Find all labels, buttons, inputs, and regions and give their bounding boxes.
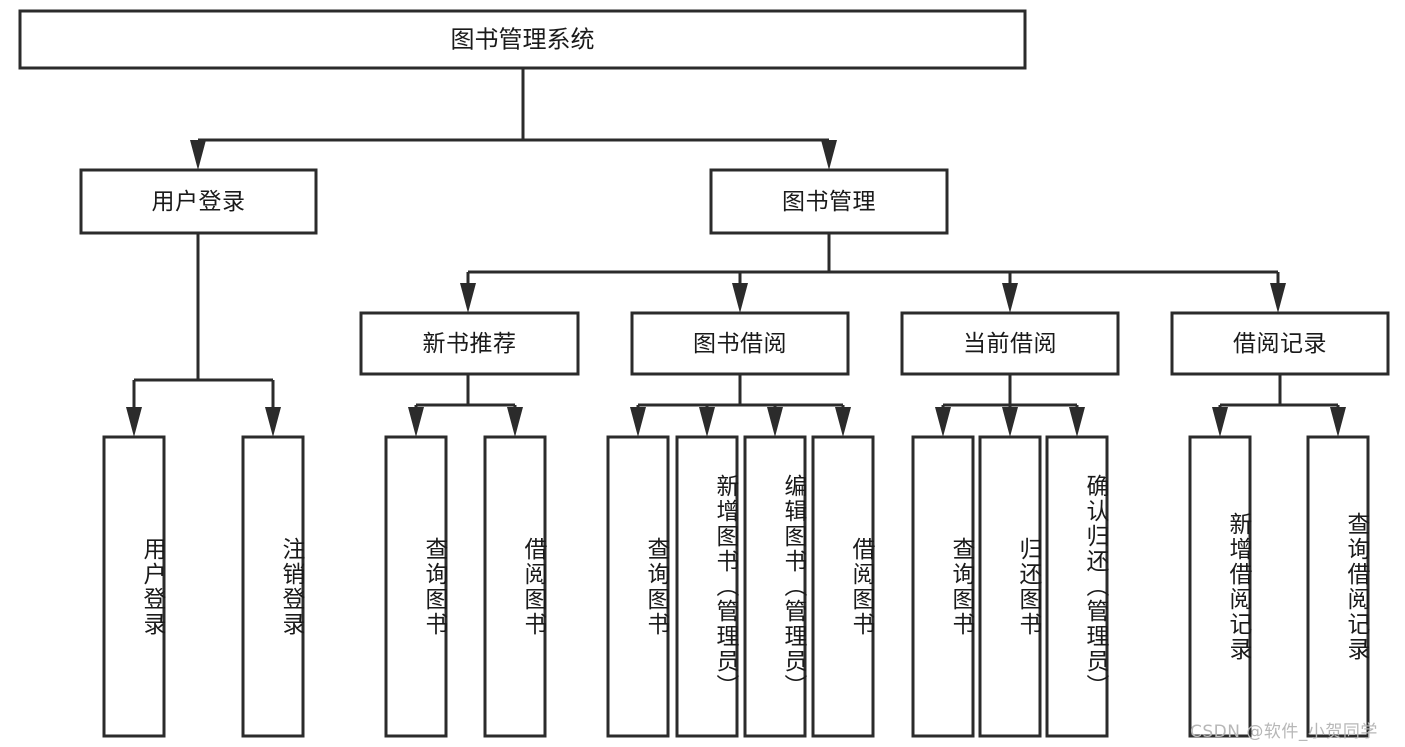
arrow-head-icon	[1002, 407, 1018, 437]
arrow-head-icon	[767, 407, 783, 437]
node-box-leaf-rec-add[interactable]	[1188, 435, 1252, 738]
arrow-head-icon	[190, 140, 206, 170]
conn-bookmanage-bus	[460, 233, 1286, 313]
node-box-new-book-rec[interactable]	[359, 311, 580, 376]
arrow-head-icon	[1270, 283, 1286, 313]
arrow-head-icon	[1212, 407, 1228, 437]
arrow-head-icon	[1330, 407, 1346, 437]
arrow-head-icon	[408, 407, 424, 437]
arrow-head-icon	[935, 407, 951, 437]
node-box-root[interactable]	[18, 9, 1027, 70]
arrow-head-icon	[265, 407, 281, 437]
conn-record-bus	[1212, 374, 1346, 437]
node-box-user-login[interactable]	[79, 168, 318, 235]
node-label-user-login: 用户登录	[152, 189, 246, 215]
node-box-current-borrow[interactable]	[900, 311, 1120, 376]
node-label-root: 图书管理系统	[451, 26, 595, 54]
node-box-leaf-borrow-add[interactable]	[675, 435, 739, 738]
conn-bookborrow-bus	[630, 374, 851, 437]
node-label-current-borrow: 当前借阅	[963, 331, 1057, 357]
arrow-head-icon	[1069, 407, 1085, 437]
node-label-borrow-record: 借阅记录	[1233, 331, 1327, 357]
node-box-leaf-cur-query[interactable]	[911, 435, 975, 738]
conn-newbook-bus	[408, 374, 523, 437]
node-box-leaf-cur-return[interactable]	[978, 435, 1042, 738]
conn-current-bus	[935, 374, 1085, 437]
arrow-head-icon	[835, 407, 851, 437]
arrow-head-icon	[732, 283, 748, 313]
node-box-leaf-borrow-lend[interactable]	[811, 435, 875, 738]
node-box-leaf-user-login[interactable]	[102, 435, 166, 738]
node-box-leaf-rec-search[interactable]	[1306, 435, 1370, 738]
arrow-head-icon	[821, 140, 837, 170]
boxes-layer	[18, 9, 1390, 738]
node-label-book-manage: 图书管理	[782, 189, 876, 215]
node-box-leaf-borrow-query[interactable]	[606, 435, 670, 738]
node-box-leaf-cur-confirm[interactable]	[1045, 435, 1109, 738]
node-box-leaf-user-logout[interactable]	[241, 435, 305, 738]
arrow-head-icon	[699, 407, 715, 437]
node-box-leaf-rec-borrow[interactable]	[483, 435, 547, 738]
arrow-head-icon	[630, 407, 646, 437]
csdn-watermark: CSDN @软件_小贺同学	[1190, 722, 1378, 742]
arrow-head-icon	[126, 407, 142, 437]
node-box-borrow-record[interactable]	[1170, 311, 1390, 376]
node-label-book-borrow: 图书借阅	[693, 331, 787, 357]
node-box-leaf-borrow-edit[interactable]	[743, 435, 807, 738]
arrow-head-icon	[1002, 283, 1018, 313]
arrow-head-icon	[507, 407, 523, 437]
node-box-leaf-rec-query[interactable]	[384, 435, 448, 738]
conn-userlogin-bus	[126, 233, 281, 437]
connectors-layer	[126, 68, 1346, 437]
node-label-new-book-rec: 新书推荐	[423, 331, 517, 357]
node-box-book-borrow[interactable]	[630, 311, 850, 376]
arrow-head-icon	[460, 283, 476, 313]
node-box-book-manage[interactable]	[709, 168, 949, 235]
conn-root-bus	[190, 68, 837, 170]
